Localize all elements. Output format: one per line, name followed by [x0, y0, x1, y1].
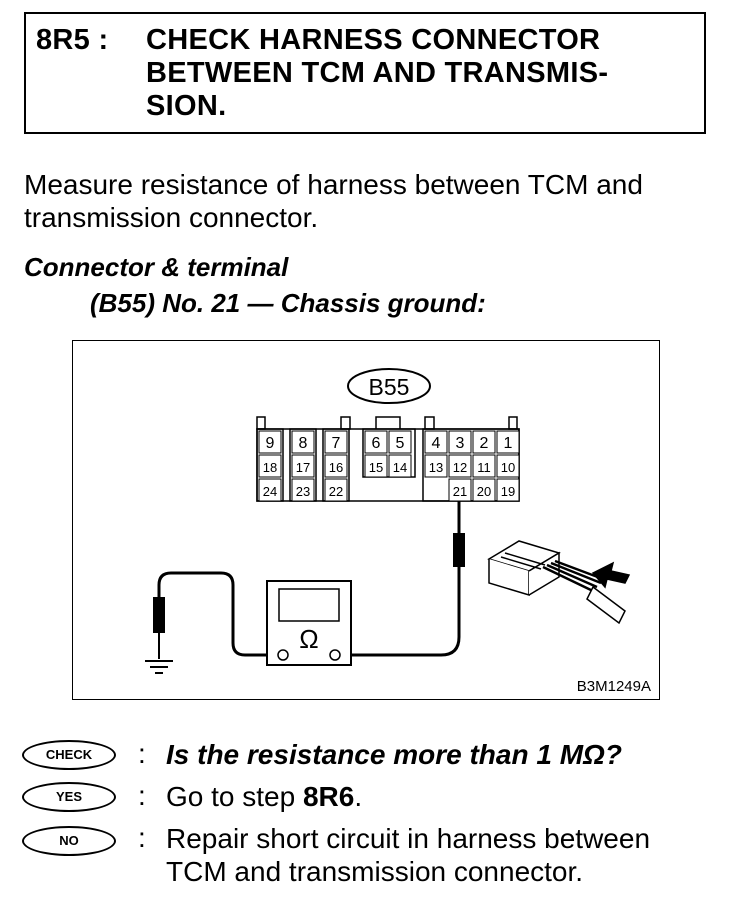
instruction-text: Measure resistance of harness between TC…	[24, 168, 724, 234]
no-colon: :	[138, 822, 146, 853]
terminal-number: 2	[480, 435, 489, 452]
terminal-number: 19	[501, 484, 515, 499]
terminal-cell	[291, 454, 315, 478]
step-title-line-3: SION.	[146, 90, 227, 122]
terminal-cell	[472, 430, 496, 454]
terminal-cell	[448, 454, 472, 478]
no-badge-icon: NO	[22, 826, 116, 856]
terminal-cell	[496, 430, 520, 454]
chassis-ground-icon	[145, 660, 173, 674]
terminal-number: 15	[369, 460, 383, 475]
terminal-cell	[424, 454, 448, 478]
terminal-number: 11	[477, 460, 491, 475]
step-title: CHECK HARNESS CONNECTOR BETWEEN TCM AND …	[146, 24, 686, 123]
yes-colon: :	[138, 780, 146, 811]
connector-label-oval	[347, 368, 431, 404]
terminal-cell	[324, 454, 348, 478]
yes-badge-icon: YES	[22, 782, 116, 812]
terminal-cell	[424, 430, 448, 454]
terminal-number: 6	[372, 435, 381, 452]
terminal-cell	[364, 454, 388, 478]
no-answer-line-2: TCM and transmission connector.	[166, 856, 584, 887]
terminal-number: 22	[329, 484, 343, 499]
no-answer-line-1: Repair short circuit in harness between	[166, 823, 651, 854]
terminal-cell	[388, 454, 412, 478]
figure-code: B3M1249A	[577, 678, 651, 695]
terminal-cell	[496, 454, 520, 478]
step-title-line-1: CHECK HARNESS CONNECTOR	[146, 24, 601, 56]
terminal-cell	[291, 430, 315, 454]
terminal-cell	[496, 478, 520, 502]
ohm-symbol: Ω	[299, 624, 318, 654]
check-question: Is the resistance more than 1 MΩ?	[166, 739, 622, 770]
terminal-number: 16	[329, 460, 343, 475]
instruction-line-2: transmission connector.	[24, 202, 319, 233]
check-colon: :	[138, 738, 146, 769]
yes-next-step: 8R6	[302, 781, 355, 812]
terminal-number: 4	[432, 435, 441, 452]
terminal-cell	[324, 478, 348, 502]
ohmmeter-icon	[266, 580, 352, 666]
connector-perspective-icon	[487, 540, 631, 625]
terminal-cell	[448, 430, 472, 454]
terminal-number: 17	[296, 460, 310, 475]
probe-left	[153, 597, 165, 633]
connector-heading: Connector & terminal	[24, 252, 289, 282]
yes-answer: Go to step 8R6.	[166, 780, 746, 813]
step-id: 8R5 :	[36, 24, 109, 56]
step-title-line-2: BETWEEN TCM AND TRANSMIS-	[146, 57, 609, 89]
terminal-number: 24	[263, 484, 277, 499]
yes-suffix: .	[354, 781, 363, 812]
step-header-box: 8R5 : CHECK HARNESS CONNECTOR BETWEEN TC…	[24, 12, 706, 134]
terminal-number: 5	[396, 435, 405, 452]
terminal-number: 10	[501, 460, 515, 475]
terminal-cell	[364, 430, 388, 454]
terminal-number: 13	[429, 460, 443, 475]
terminal-number: 12	[453, 460, 467, 475]
terminal-number: 7	[332, 435, 341, 452]
terminal-cell	[388, 430, 412, 454]
terminal-cell	[258, 454, 282, 478]
terminal-number: 21	[453, 484, 467, 499]
probe-right	[453, 533, 465, 567]
terminal-cell	[472, 454, 496, 478]
terminal-cell	[258, 478, 282, 502]
terminal-number: 1	[504, 435, 513, 452]
connector-label: B55	[369, 374, 410, 400]
terminal-number: 14	[393, 460, 407, 475]
terminal-number: 3	[456, 435, 465, 452]
terminal-number: 18	[263, 460, 277, 475]
terminal-number: 20	[477, 484, 491, 499]
terminal-number: 8	[299, 435, 308, 452]
terminal-number: 23	[296, 484, 310, 499]
terminal-number: 9	[266, 435, 275, 452]
terminal-cell	[472, 478, 496, 502]
check-badge-icon: CHECK	[22, 740, 116, 770]
instruction-line-1: Measure resistance of harness between TC…	[24, 169, 643, 200]
terminal-cell	[291, 478, 315, 502]
connector-spec: (B55) No. 21 — Chassis ground:	[90, 288, 486, 318]
terminal-cell	[258, 430, 282, 454]
no-answer: Repair short circuit in harness between …	[166, 822, 746, 888]
terminal-cell	[324, 430, 348, 454]
yes-prefix: Go to step	[166, 781, 303, 812]
